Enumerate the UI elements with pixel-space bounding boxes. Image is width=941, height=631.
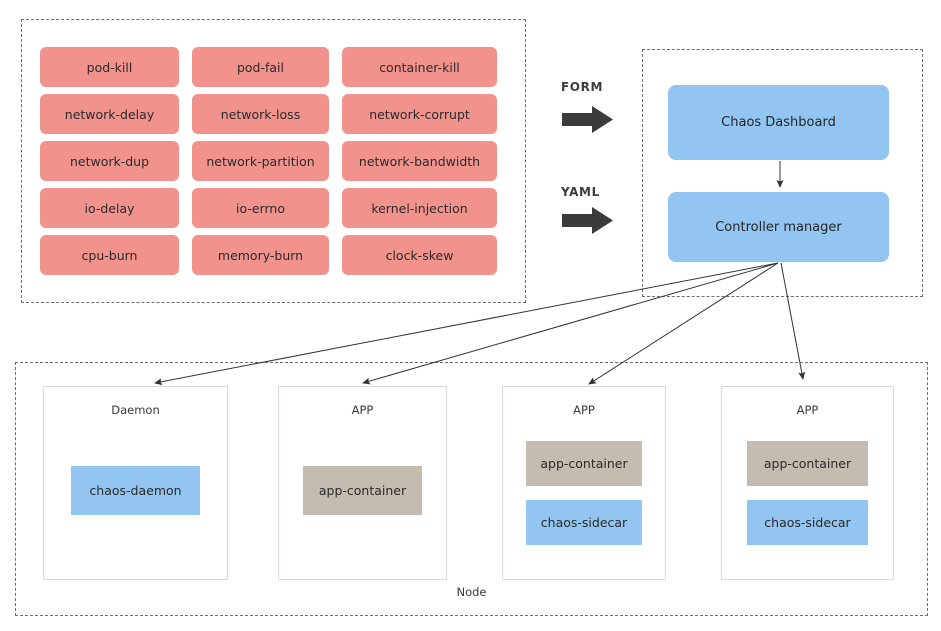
fault-box-network-delay: network-delay <box>40 94 179 134</box>
node-group-label: Node <box>456 585 487 599</box>
container-chaos-sidecar: chaos-sidecar <box>746 500 869 545</box>
container-stack: app-container <box>279 466 446 515</box>
fault-box-pod-fail: pod-fail <box>192 47 329 87</box>
node-box-app-4: APP app-container chaos-sidecar <box>721 386 894 580</box>
node-title: APP <box>573 403 595 417</box>
fault-box-memory-burn: memory-burn <box>192 235 329 275</box>
fault-box-io-delay: io-delay <box>40 188 179 228</box>
container-app-container: app-container <box>526 441 642 486</box>
container-stack: chaos-daemon <box>44 466 227 515</box>
fault-box-io-errno: io-errno <box>192 188 329 228</box>
fault-box-clock-skew: clock-skew <box>342 235 497 275</box>
container-app-container: app-container <box>303 466 422 515</box>
fault-box-pod-kill: pod-kill <box>40 47 179 87</box>
fault-box-kernel-injection: kernel-injection <box>342 188 497 228</box>
yaml-arrow-icon <box>562 207 613 234</box>
fault-box-network-dup: network-dup <box>40 141 179 181</box>
fault-box-network-corrupt: network-corrupt <box>342 94 497 134</box>
controller-manager-box: Controller manager <box>668 192 889 262</box>
yaml-label: YAML <box>561 185 600 199</box>
container-stack: app-container chaos-sidecar <box>503 441 665 545</box>
node-title: Daemon <box>111 403 160 417</box>
node-box-app-3: APP app-container chaos-sidecar <box>502 386 666 580</box>
form-label: FORM <box>561 80 603 94</box>
container-stack: app-container chaos-sidecar <box>722 441 893 545</box>
fault-box-network-partition: network-partition <box>192 141 329 181</box>
fault-grid: pod-kill pod-fail container-kill network-de… <box>40 47 497 275</box>
fault-box-network-loss: network-loss <box>192 94 329 134</box>
fault-box-network-bandwidth: network-bandwidth <box>342 141 497 181</box>
fault-box-cpu-burn: cpu-burn <box>40 235 179 275</box>
node-title: APP <box>351 403 374 417</box>
form-arrow-icon <box>562 106 613 133</box>
node-box-app-2: APP app-container <box>278 386 447 580</box>
fault-box-container-kill: container-kill <box>342 47 497 87</box>
node-box-daemon-1: Daemon chaos-daemon <box>43 386 228 580</box>
container-chaos-daemon: chaos-daemon <box>70 466 201 515</box>
node-title: APP <box>796 403 819 417</box>
container-chaos-sidecar: chaos-sidecar <box>526 500 642 545</box>
chaos-dashboard-box: Chaos Dashboard <box>668 85 889 160</box>
container-app-container: app-container <box>746 441 869 486</box>
